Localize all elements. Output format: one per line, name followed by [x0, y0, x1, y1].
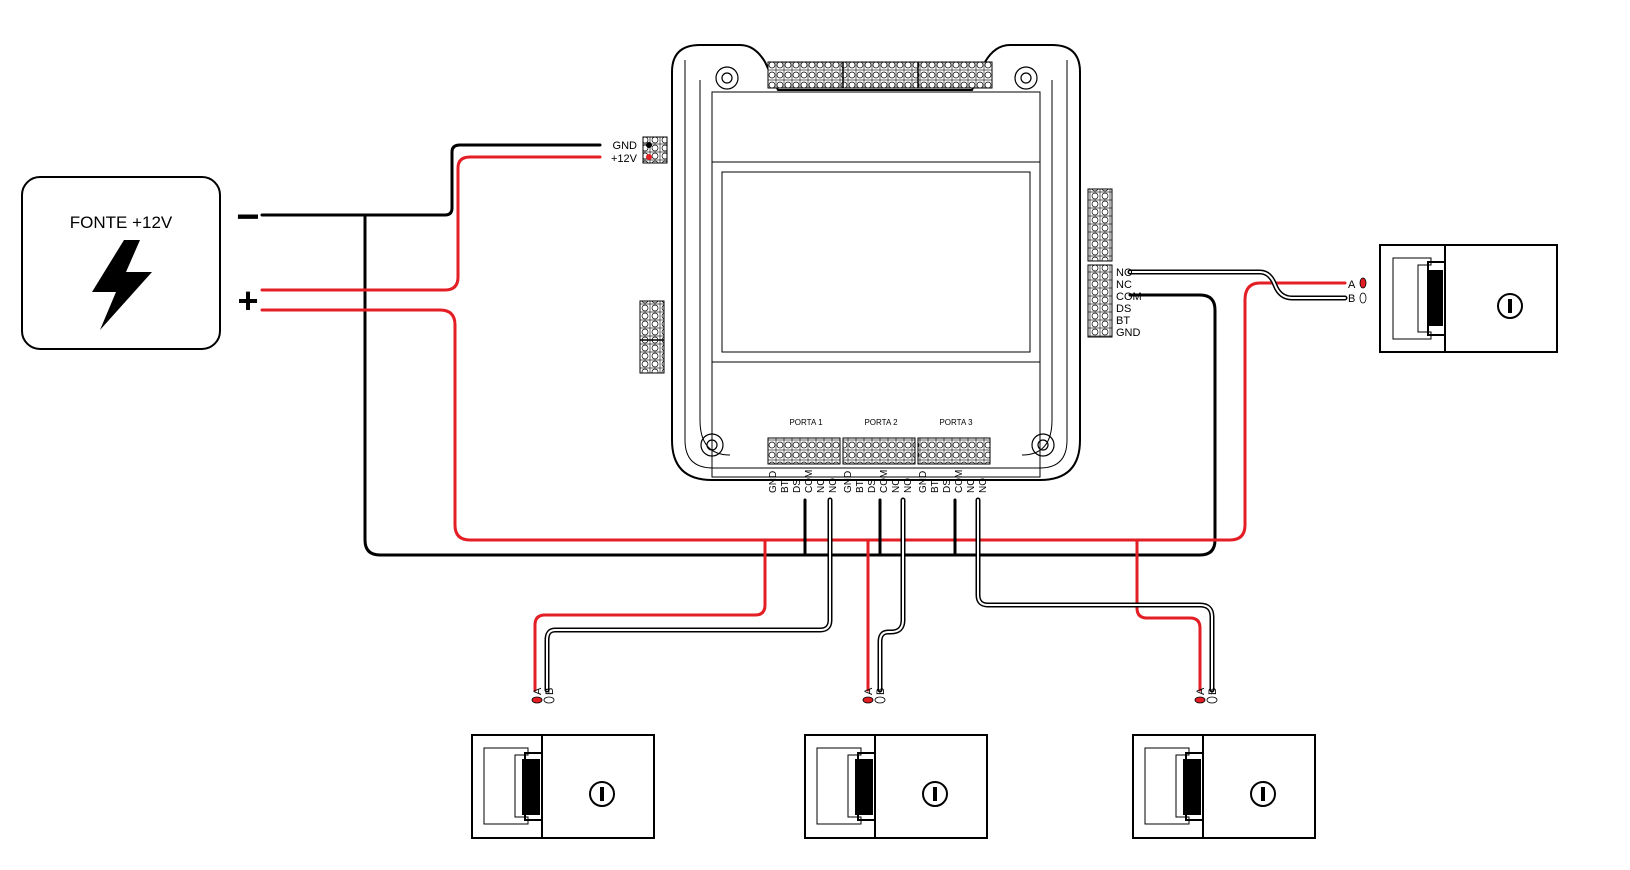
- porta-1-terminal-labels: GND BT DS COM NC NO: [768, 470, 839, 493]
- svg-text:NC: NC: [1116, 279, 1132, 291]
- svg-text:GND: GND: [918, 471, 929, 493]
- svg-text:GND: GND: [768, 471, 779, 493]
- negative-terminal-symbol: −: [236, 195, 259, 239]
- lock-porta-1: A B: [471, 687, 655, 839]
- porta-3-a-wire: [1135, 538, 1202, 692]
- porta-2-terminal-block: [842, 437, 916, 465]
- porta-3-label: PORTA 3: [939, 418, 973, 427]
- lock-porta-2: A B: [804, 687, 988, 839]
- svg-text:GND: GND: [843, 471, 854, 493]
- svg-text:GND: GND: [1116, 327, 1141, 339]
- svg-text:NC: NC: [891, 479, 902, 493]
- svg-text:COM: COM: [1116, 291, 1142, 303]
- porta-2-terminal-labels: GND BT DS COM NC NO: [843, 470, 914, 493]
- svg-text:B: B: [875, 688, 887, 695]
- svg-text:A: A: [532, 687, 544, 695]
- psu-positive-to-controller-wire: [260, 155, 602, 292]
- svg-text:BT: BT: [780, 480, 791, 493]
- svg-text:DS: DS: [942, 479, 953, 493]
- power-supply: FONTE +12V − +: [21, 176, 260, 350]
- right-upper-terminal-block: [1087, 188, 1113, 262]
- lock-porta-3: A B: [1132, 687, 1316, 839]
- lock-cylinder-icon: [1497, 293, 1523, 319]
- svg-text:DS: DS: [792, 479, 803, 493]
- svg-text:A: A: [1195, 687, 1207, 695]
- porta-3-terminal-block: [917, 437, 991, 465]
- porta-2-label: PORTA 2: [864, 418, 898, 427]
- lock-cylinder-icon: [1250, 781, 1276, 807]
- lock-cylinder-icon: [922, 781, 948, 807]
- left-terminal-block: [639, 300, 665, 374]
- porta-2-no-wire: [877, 497, 906, 693]
- svg-text:DS: DS: [1116, 303, 1131, 315]
- positive-terminal-symbol: +: [237, 280, 258, 321]
- power-terminal-gnd-label: GND: [613, 140, 638, 152]
- svg-text:COM: COM: [879, 470, 890, 493]
- psu-gnd-to-controller-wire: [363, 143, 602, 217]
- svg-text:B: B: [544, 688, 556, 695]
- svg-text:BT: BT: [855, 480, 866, 493]
- positive-bus-wire: [260, 281, 1347, 542]
- porta-1-label: PORTA 1: [789, 418, 823, 427]
- mounting-holes: [700, 66, 1055, 457]
- porta-1-a-wire: [533, 538, 767, 692]
- porta-1-terminal-block: [767, 437, 841, 465]
- lock-right-a-label: A: [1348, 279, 1356, 291]
- porta-1-no-wire: [544, 497, 833, 693]
- svg-text:DS: DS: [867, 479, 878, 493]
- power-terminal-12v-label: +12V: [611, 153, 638, 165]
- svg-text:BT: BT: [1116, 315, 1130, 327]
- porta-3-no-wire: [975, 497, 1215, 693]
- svg-text:COM: COM: [954, 470, 965, 493]
- svg-text:NO: NO: [828, 478, 839, 493]
- top-terminal-block: [767, 61, 993, 89]
- svg-text:NO: NO: [903, 478, 914, 493]
- svg-text:COM: COM: [804, 470, 815, 493]
- svg-text:NC: NC: [966, 479, 977, 493]
- lock-right-b-label: B: [1348, 293, 1355, 305]
- svg-text:NO: NO: [1116, 267, 1133, 279]
- access-controller: GND +12V NO NC COM DS BT GND PORTA 1 POR…: [611, 44, 1142, 493]
- lock-cylinder-icon: [589, 781, 615, 807]
- svg-text:A: A: [863, 687, 875, 695]
- controller-body: [671, 44, 1081, 481]
- svg-text:NC: NC: [816, 479, 827, 493]
- lock-right: A B: [1348, 244, 1558, 353]
- svg-text:B: B: [1207, 688, 1219, 695]
- aux-terminal-block: [1087, 264, 1113, 338]
- wires: [260, 143, 1348, 693]
- power-supply-title: FONTE +12V: [70, 213, 173, 232]
- svg-text:NO: NO: [978, 478, 989, 493]
- svg-text:BT: BT: [930, 480, 941, 493]
- gnd-bus-wire: [260, 213, 1217, 557]
- power-terminal-block: [642, 136, 668, 164]
- porta-3-terminal-labels: GND BT DS COM NC NO: [918, 470, 989, 493]
- aux-terminal-labels: NO NC COM DS BT GND: [1116, 267, 1142, 339]
- lightning-bolt-icon: [92, 240, 152, 330]
